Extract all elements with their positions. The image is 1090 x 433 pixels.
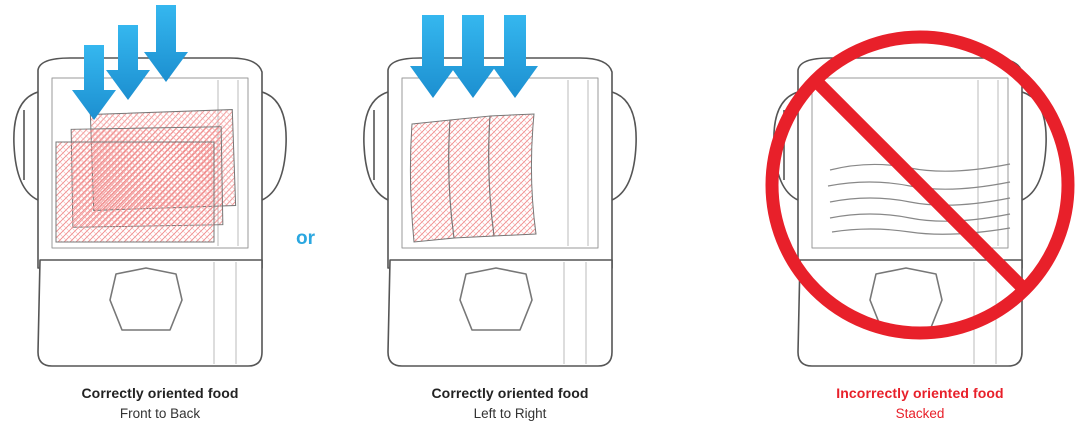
panel-stacked: Incorrectly oriented food Stacked [760, 0, 1080, 375]
caption-front-to-back: Correctly oriented food Front to Back [0, 385, 320, 421]
blender-left-to-right-illustration [350, 0, 670, 375]
blender-front-to-back-illustration [0, 0, 320, 375]
panel-left-to-right: Correctly oriented food Left to Right [350, 0, 670, 375]
caption-subtitle: Stacked [760, 406, 1080, 421]
panel-front-to-back: Correctly oriented food Front to Back [0, 0, 320, 375]
caption-title: Incorrectly oriented food [760, 385, 1080, 401]
caption-subtitle: Left to Right [350, 406, 670, 421]
or-label: or [296, 228, 315, 250]
caption-title: Correctly oriented food [350, 385, 670, 401]
caption-subtitle: Front to Back [0, 406, 320, 421]
down-arrow-icon [410, 15, 538, 98]
caption-title: Correctly oriented food [0, 385, 320, 401]
caption-left-to-right: Correctly oriented food Left to Right [350, 385, 670, 421]
blender-stacked-illustration [760, 0, 1080, 375]
caption-stacked: Incorrectly oriented food Stacked [760, 385, 1080, 421]
